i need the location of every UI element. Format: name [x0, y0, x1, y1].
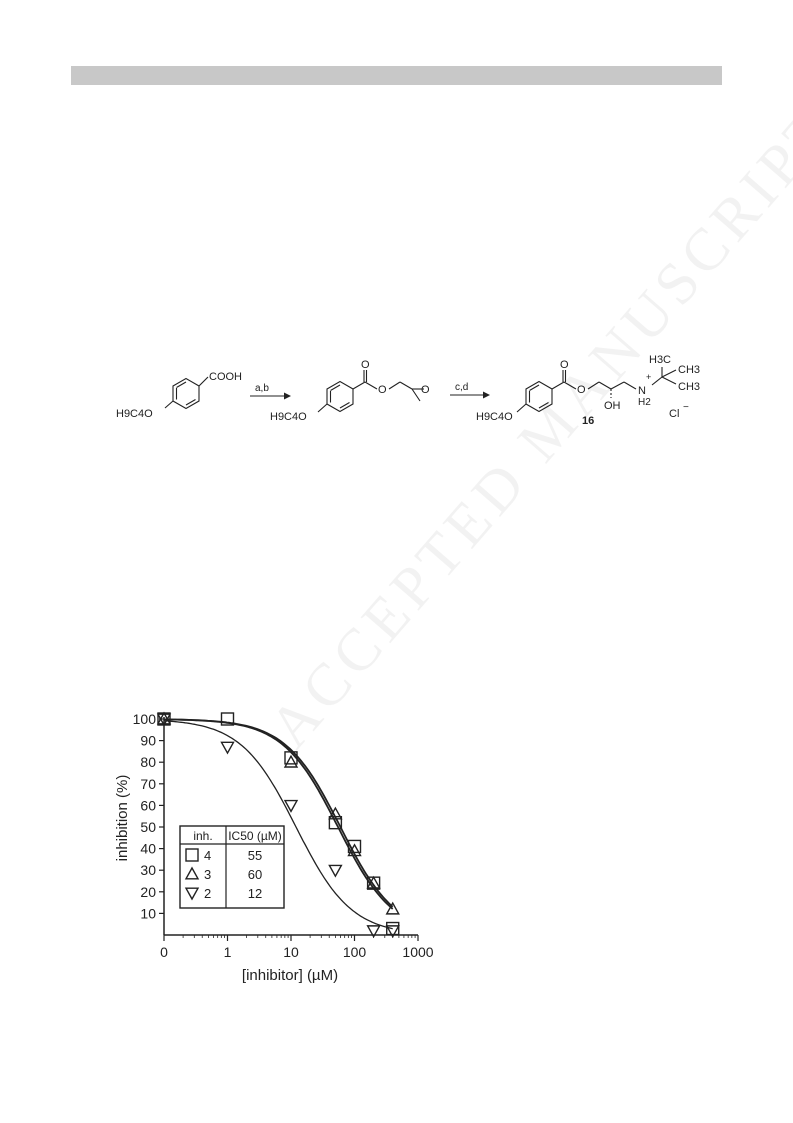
legend-inhibitor: 4 [204, 848, 211, 863]
y-tick-label: 10 [140, 905, 156, 921]
data-point-square [284, 751, 298, 765]
arrow-1-label: a,b [255, 383, 269, 394]
hydroxyl-label: OH [604, 400, 621, 412]
data-point-triangle-down [156, 713, 172, 727]
legend-marker-triangle-up [184, 866, 200, 880]
methyl-2: CH3 [678, 364, 700, 376]
carbonyl-o-2: O [361, 359, 370, 371]
legend-inhibitor: 3 [204, 867, 211, 882]
amine-n: N [638, 385, 646, 397]
acid-label: COOH [209, 371, 242, 383]
data-points [156, 711, 400, 939]
data-point-triangle-down [220, 741, 235, 755]
data-point-triangle-down [328, 864, 343, 878]
x-tick-label: 1000 [402, 944, 433, 960]
data-point-triangle-up [328, 806, 343, 820]
legend-inhibitor: 2 [204, 886, 211, 901]
data-point-triangle-up [385, 901, 400, 915]
data-point-square [220, 712, 235, 726]
amine-h: H2 [638, 397, 651, 408]
carbonyl-o-3: O [560, 359, 569, 371]
data-point-square [328, 815, 343, 830]
x-tick-label: 10 [283, 944, 299, 960]
legend-header-inh: inh. [193, 829, 212, 843]
data-point-square [386, 921, 400, 936]
alkyl-label-3: H9C4O [476, 411, 513, 423]
y-tick-label: 70 [140, 776, 156, 792]
counterion-charge: − [683, 402, 689, 413]
alkyl-label-2: H9C4O [270, 411, 307, 423]
legend-header-ic50: IC50 (µM) [228, 829, 282, 843]
x-tick-label: 100 [343, 944, 367, 960]
alkyl-label-1: H9C4O [116, 408, 153, 420]
legend-table: inh. IC50 (µM) 4 55 3 60 2 12 [179, 825, 285, 909]
methyl-3: CH3 [678, 381, 700, 393]
legend-ic50: 12 [248, 886, 262, 901]
x-tick-label: 1 [224, 944, 232, 960]
compound-number: 16 [582, 415, 594, 427]
legend-ic50: 55 [248, 848, 262, 863]
y-tick-label: 40 [140, 841, 156, 857]
fit-curve-triangle-down [163, 720, 393, 930]
data-point-triangle-down [366, 925, 381, 939]
data-point-triangle-up [347, 843, 362, 857]
amine-plus: + [646, 372, 651, 382]
y-tick-label: 20 [140, 884, 156, 900]
arrowhead-2 [483, 391, 490, 399]
fit-curve-triangle-up [164, 718, 394, 908]
legend-marker-square [185, 848, 199, 862]
counterion: Cl [669, 408, 679, 420]
y-axis-label: inhibition (%) [114, 775, 131, 862]
reaction-scheme: COOH H9C4O a,b O O O H9C4O c,d O O OH N … [116, 354, 700, 427]
data-point-triangle-down [283, 799, 299, 813]
watermark: ACCEPTED MANUSCRIPT [256, 93, 793, 760]
legend-marker-triangle-down [184, 887, 200, 901]
arrowhead-1 [284, 392, 291, 400]
fit-curves [163, 718, 394, 930]
data-point-square [347, 839, 362, 854]
y-tick-label: 30 [140, 862, 156, 878]
x-axis-label: [inhibitor] (µM) [242, 967, 338, 984]
header-bar [71, 66, 722, 85]
data-point-triangle-up [366, 875, 381, 889]
y-tick-label: 50 [140, 819, 156, 835]
y-tick-label: 90 [140, 733, 156, 749]
methyl-1: H3C [649, 354, 671, 366]
y-tick-label: 80 [140, 754, 156, 770]
data-point-triangle-down [385, 925, 400, 939]
x-tick-label: 0 [160, 944, 168, 960]
y-tick-label: 60 [140, 797, 156, 813]
y-tick-label: 100 [133, 711, 157, 727]
legend-ic50: 60 [248, 867, 262, 882]
ester-o-3: O [577, 384, 586, 396]
ester-o-2: O [378, 384, 387, 396]
arrow-2-label: c,d [455, 382, 468, 393]
epoxide-o: O [421, 384, 430, 396]
legend-box [179, 825, 285, 909]
data-point-triangle-up [283, 754, 299, 768]
